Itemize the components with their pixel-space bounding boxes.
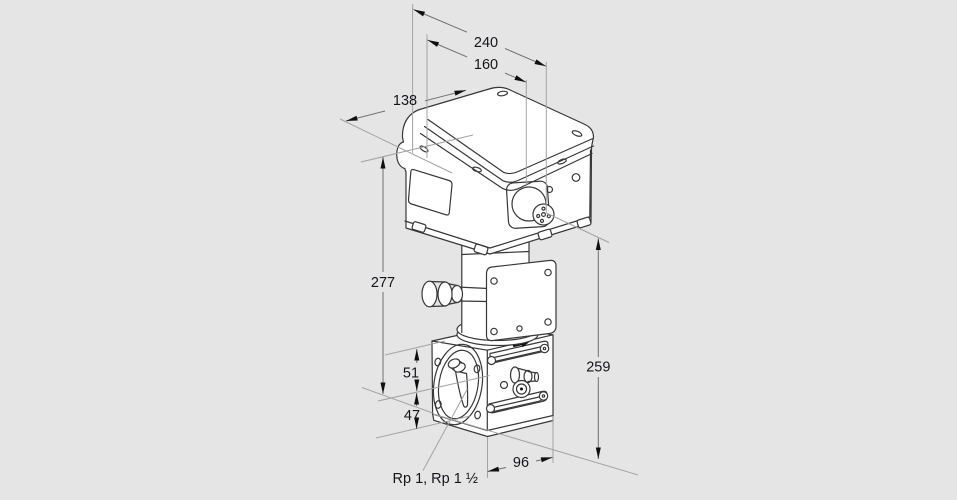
dimension-259: 259 bbox=[586, 238, 610, 459]
manual-knob bbox=[505, 180, 555, 229]
dimensions: 240 160 138 277 51 bbox=[345, 7, 610, 487]
dimension-96: 96 bbox=[486, 454, 554, 474]
dimension-240: 240 bbox=[412, 7, 547, 69]
junction-box bbox=[485, 259, 557, 342]
svg-text:47: 47 bbox=[404, 408, 420, 424]
dimension-138: 138 bbox=[345, 87, 467, 124]
svg-text:259: 259 bbox=[586, 360, 610, 376]
dimension-277: 277 bbox=[371, 157, 395, 394]
svg-text:138: 138 bbox=[393, 93, 417, 109]
flange-outer-circle bbox=[432, 343, 484, 426]
dimension-47: 47 bbox=[404, 393, 420, 429]
dimension-51: 51 bbox=[403, 349, 420, 391]
actuator-housing bbox=[396, 86, 595, 256]
lid-screws bbox=[419, 90, 583, 173]
valve-disc bbox=[447, 358, 469, 408]
extension-lines bbox=[339, 4, 639, 478]
svg-text:240: 240 bbox=[474, 35, 498, 51]
display-window bbox=[407, 168, 453, 216]
mounting-feet bbox=[411, 216, 592, 256]
flange-inner-circle bbox=[437, 349, 480, 420]
housing-screw bbox=[571, 173, 581, 182]
svg-text:277: 277 bbox=[371, 275, 395, 291]
valve-side-slots bbox=[485, 340, 550, 414]
svg-text:96: 96 bbox=[513, 455, 529, 471]
dimension-160: 160 bbox=[426, 37, 527, 85]
svg-text:160: 160 bbox=[474, 57, 498, 73]
rp-leader-line bbox=[422, 388, 468, 471]
test-point-fitting bbox=[499, 366, 540, 399]
flange-bolt-holes bbox=[434, 357, 482, 420]
valve-body bbox=[431, 325, 554, 438]
thread-size-label: Rp 1, Rp 1 ½ bbox=[393, 471, 478, 487]
valve-assembly bbox=[396, 86, 595, 438]
svg-text:51: 51 bbox=[403, 366, 419, 382]
cable-gland bbox=[421, 280, 489, 308]
